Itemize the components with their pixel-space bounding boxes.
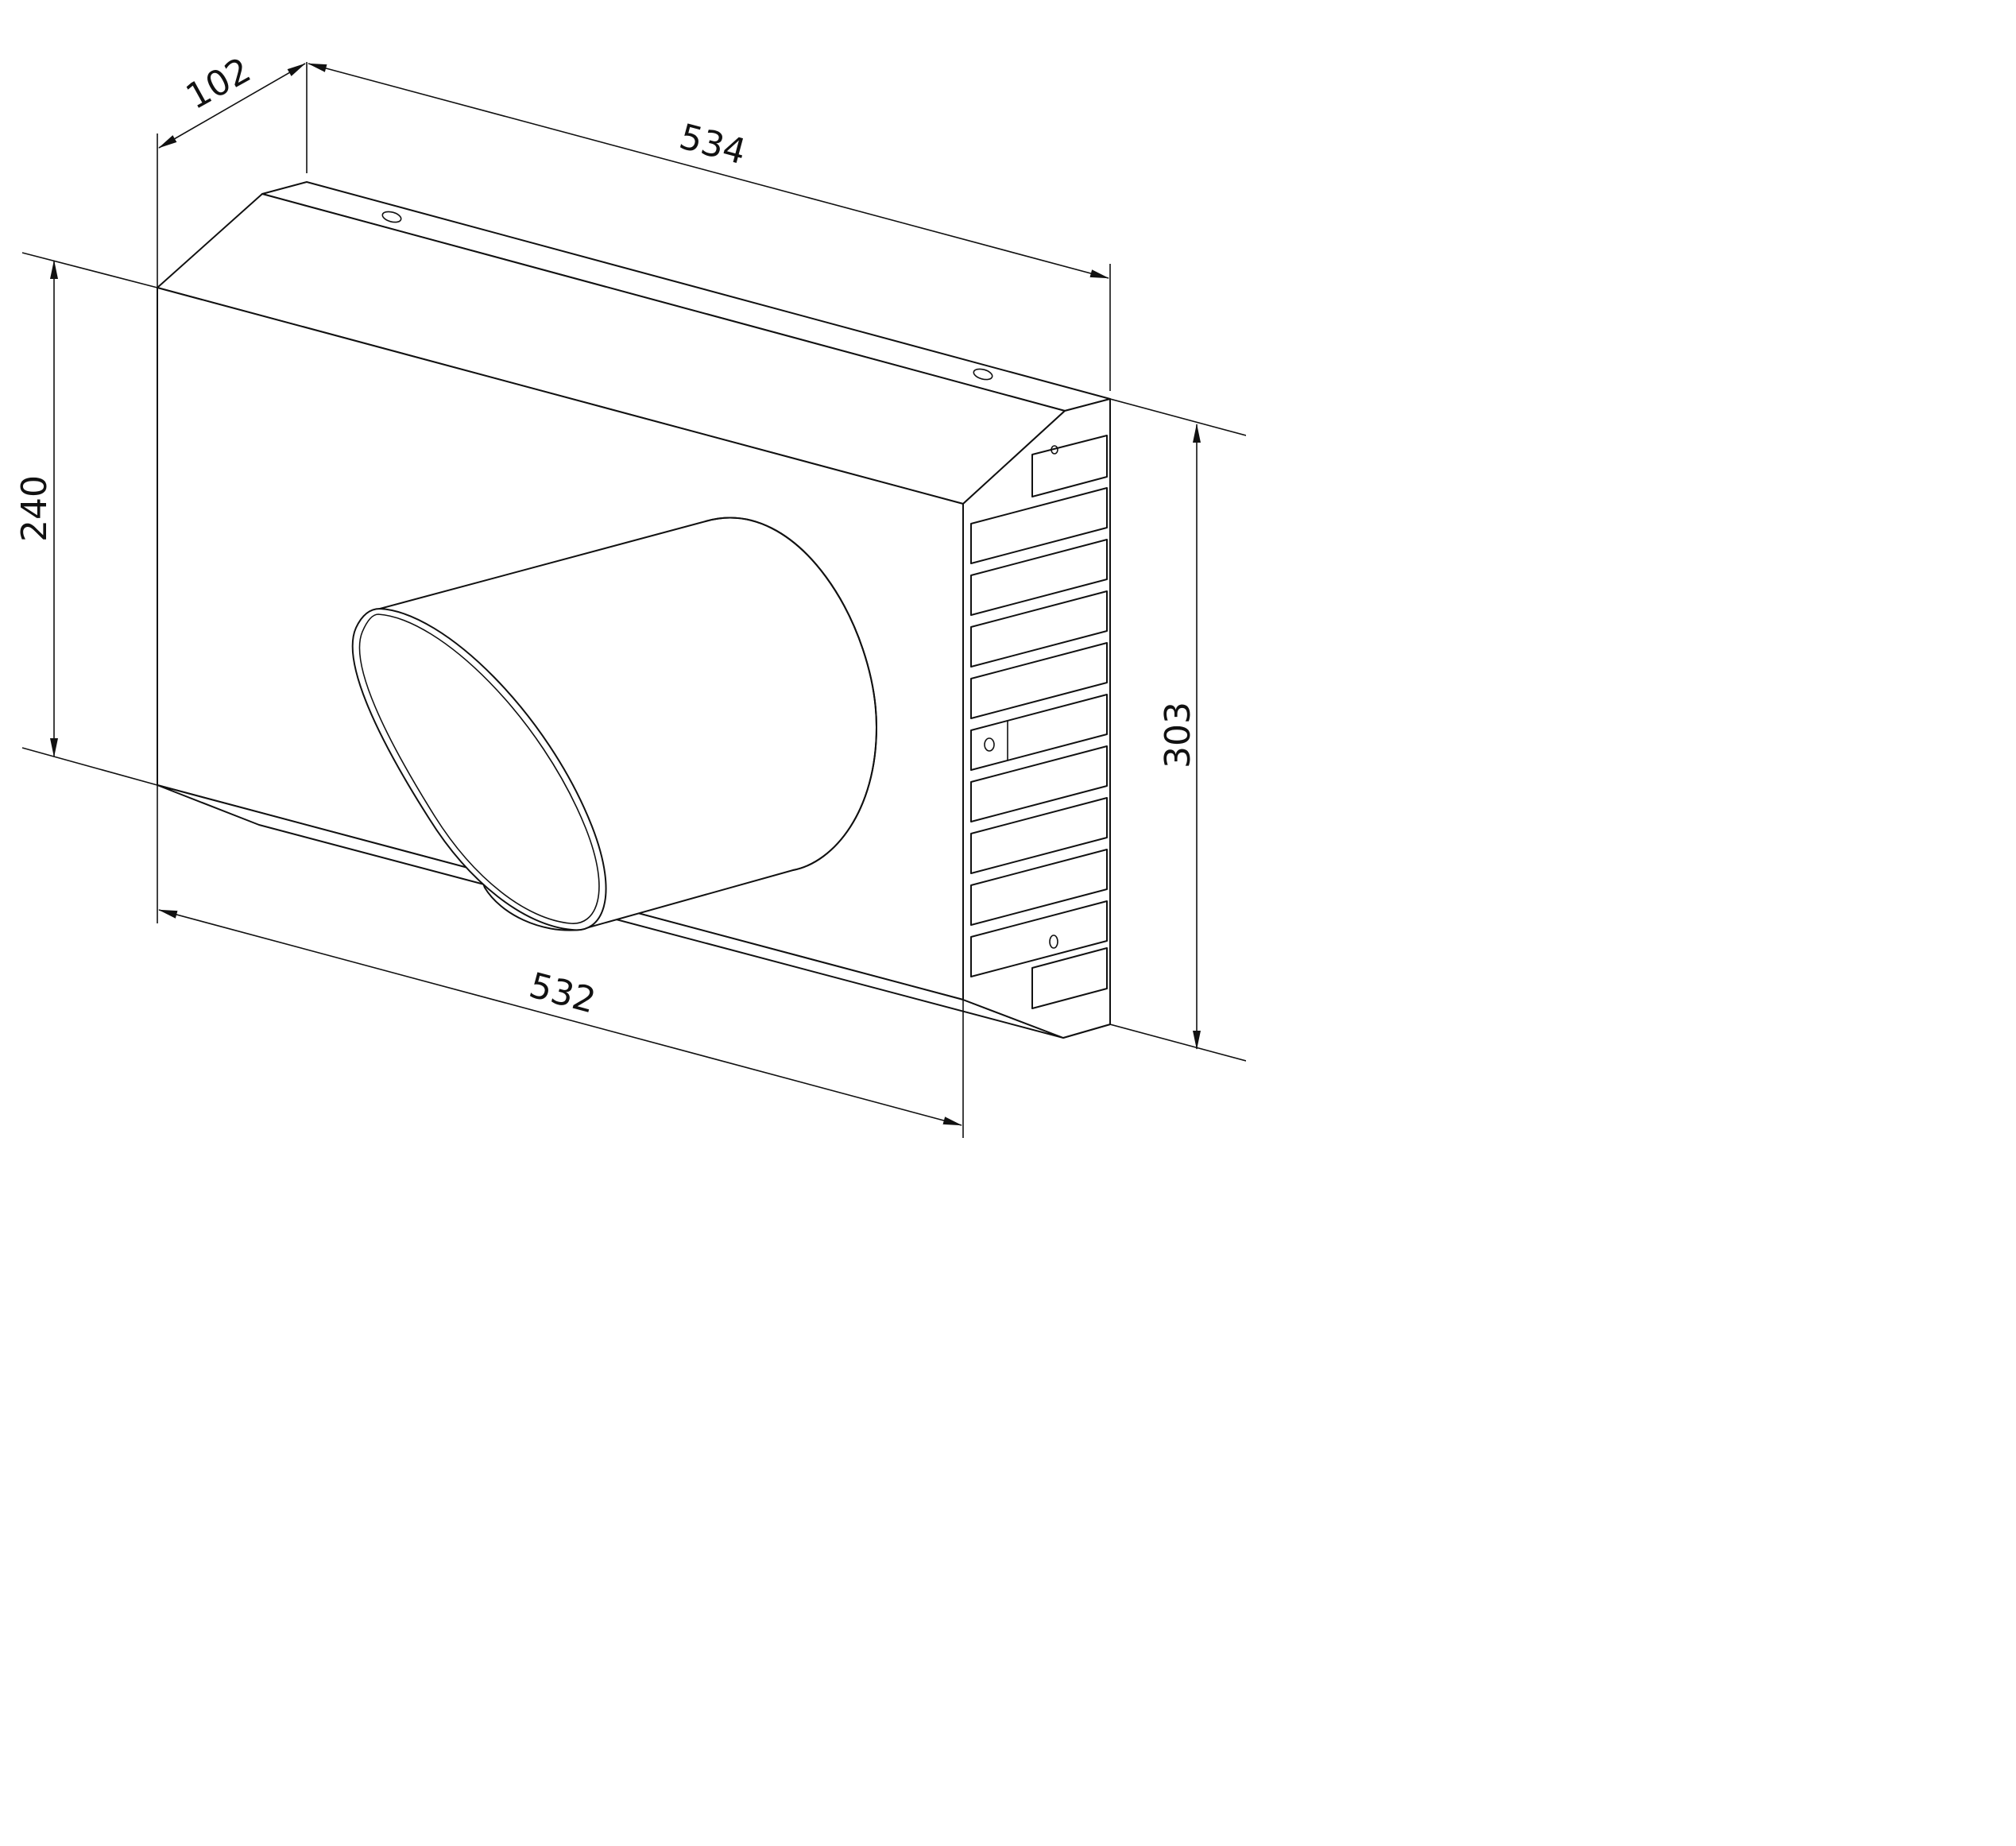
- louvre-tab: [1031, 947, 1108, 1009]
- louvre-slat: [970, 745, 1108, 822]
- dimension-line-bottom-width: [158, 909, 962, 1126]
- dim-label-right-height: 303: [1158, 702, 1198, 768]
- spigot-rear-edge: [705, 517, 877, 871]
- louvre-grille: [970, 435, 1108, 1009]
- louvre-slat: [970, 797, 1108, 874]
- louvre-slat: [970, 849, 1108, 926]
- louvre-slat: [970, 487, 1108, 564]
- louvre-slat: [970, 590, 1108, 668]
- louvre-slat: [970, 694, 1108, 771]
- dim-label-depth: 102: [180, 50, 257, 118]
- louvre-hole: [1051, 445, 1058, 455]
- dim-label-bottom-width: 532: [525, 965, 600, 1021]
- extension-lines: [21, 62, 1246, 1138]
- extension-line: [21, 252, 158, 288]
- technical-drawing: 102 534 240 532 303: [14, 50, 1246, 1138]
- dimension-line-depth: [158, 63, 306, 149]
- round-spigot: [351, 517, 877, 931]
- louvre-slat: [970, 642, 1108, 719]
- louvre-slat: [970, 539, 1108, 616]
- louvre-hole: [984, 737, 995, 752]
- dimension-line-top-width: [308, 63, 1109, 279]
- extension-line: [1109, 398, 1246, 436]
- mounting-hole: [973, 368, 993, 381]
- extension-line: [21, 747, 158, 786]
- louvre-slat: [970, 900, 1108, 977]
- dimension-lines: [50, 63, 1201, 1126]
- dim-label-left-height: 240: [14, 475, 55, 542]
- extension-line: [1109, 1024, 1246, 1062]
- louvre-hole: [1049, 935, 1058, 949]
